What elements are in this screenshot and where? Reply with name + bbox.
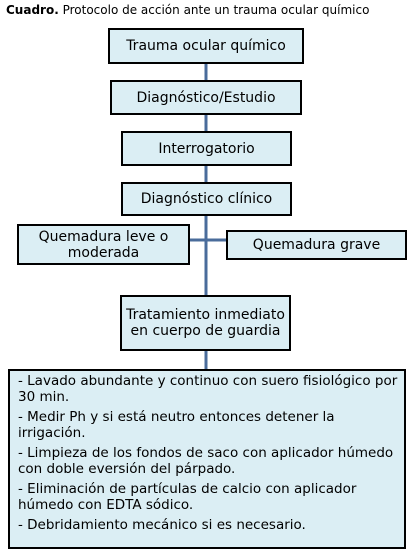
step-trauma-box: Trauma ocular químico [108, 28, 304, 64]
action-item: - Limpieza de los fondos de saco con apl… [18, 445, 394, 477]
treatment-box: Tratamiento inmediato en cuerpo de guard… [120, 295, 291, 351]
action-item: - Debridamiento mecánico si es necesario… [18, 517, 306, 533]
step-diagnosis-study-label: Diagnóstico/Estudio [136, 89, 276, 106]
step-clinical-diagnosis-label: Diagnóstico clínico [140, 191, 273, 207]
step-clinical-diagnosis-box: Diagnóstico clínico [121, 182, 292, 216]
branch-mild-burn-label: Quemadura leve o moderada [38, 228, 169, 261]
step-trauma-label: Trauma ocular químico [126, 38, 286, 54]
step-interrogation-box: Interrogatorio [121, 131, 292, 166]
branch-mild-burn-box: Quemadura leve o moderada [17, 224, 190, 265]
caption-title: Protocolo de acción ante un trauma ocula… [62, 3, 370, 17]
action-item: - Lavado abundante y continuo con suero … [18, 373, 398, 405]
step-diagnosis-study-box: Diagnóstico/Estudio [110, 80, 302, 115]
actions-list: - Lavado abundante y continuo con suero … [18, 373, 398, 533]
treatment-label: Tratamiento inmediato en cuerpo de guard… [126, 307, 285, 339]
action-item: - Eliminación de partículas de calcio co… [18, 481, 357, 513]
action-item: - Medir Ph y si está neutro entonces det… [18, 409, 335, 441]
branch-severe-burn-label: Quemadura grave [252, 237, 381, 253]
figure-caption: Cuadro. Protocolo de acción ante un trau… [6, 3, 418, 17]
actions-box: - Lavado abundante y continuo con suero … [8, 369, 406, 549]
caption-label: Cuadro. [6, 3, 59, 17]
step-interrogation-label: Interrogatorio [158, 140, 255, 157]
branch-severe-burn-box: Quemadura grave [226, 230, 407, 260]
